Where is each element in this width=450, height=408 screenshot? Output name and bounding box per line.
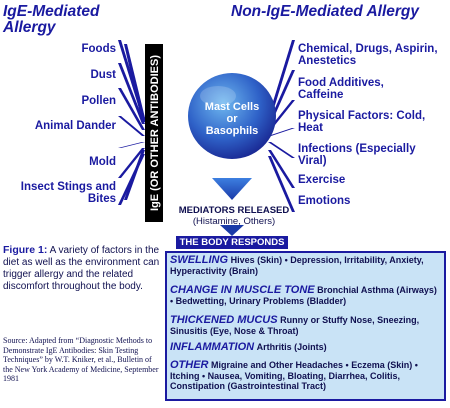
right-factor-chemicals: Chemical, Drugs, Aspirin, Anestetics (298, 43, 438, 67)
orb-line-2: or (226, 113, 238, 125)
left-funnel (118, 40, 145, 205)
funnel-bar (268, 128, 295, 136)
response-detail: Migraine and Other Headaches • Eczema (S… (170, 360, 418, 391)
response-detail: Bronchial Asthma (Airways) • Bedwetting,… (170, 285, 437, 306)
left-factor-foods: Foods (81, 43, 117, 55)
mediators-detail: (Histamine, Others) (192, 216, 276, 227)
funnel-bar (124, 150, 145, 200)
response-thickened-mucus: THICKENED MUCUS Runny or Stuffy Nose, Sn… (170, 315, 442, 336)
right-factor-food-additives: Food Additives, Caffeine (298, 77, 384, 101)
right-factor-exercise: Exercise (298, 174, 346, 186)
orb-label: Mast Cells or Basophils (193, 101, 271, 137)
left-heading: IgE-Mediated Allergy (3, 4, 121, 36)
funnel-bar (268, 150, 295, 188)
down-arrow-small (220, 225, 244, 236)
response-title: THICKENED MUCUS (170, 314, 278, 326)
response-title: OTHER (170, 359, 209, 371)
funnel-bar (118, 142, 145, 148)
left-factor-pollen: Pollen (81, 95, 116, 107)
responses-panel (165, 251, 446, 401)
right-factor-infections: Infections (Especially Viral) (298, 143, 416, 167)
source-citation: Source: Adapted from “Diagnostic Methods… (3, 336, 159, 383)
antibody-bar (145, 44, 163, 222)
response-other: OTHER Migraine and Other Headaches • Ecz… (170, 360, 442, 392)
body-responds-tab: THE BODY RESPONDS (176, 236, 288, 249)
response-detail: Hives (Skin) • Depression, Irritability,… (170, 255, 424, 276)
response-title: CHANGE IN MUSCLE TONE (170, 284, 315, 296)
left-factor-dust: Dust (90, 69, 116, 81)
right-heading-text: Non-IgE-Mediated Allergy (231, 3, 420, 20)
left-factor-animal-dander: Animal Dander (34, 120, 116, 132)
response-muscle-tone: CHANGE IN MUSCLE TONE Bronchial Asthma (… (170, 285, 442, 306)
right-heading: Non-IgE-Mediated Allergy (231, 4, 431, 20)
left-factor-mold: Mold (89, 156, 116, 168)
right-funnel (268, 40, 295, 212)
response-detail: Runny or Stuffy Nose, Sneezing, Sinusiti… (170, 315, 420, 336)
mast-cell-orb (188, 73, 276, 159)
funnel-bar (118, 116, 145, 136)
left-heading-text: IgE-Mediated Allergy (3, 3, 100, 36)
figure-label: Figure 1: (3, 244, 48, 256)
antibody-bar-label: IgE (OR OTHER ANTIBODIES) (149, 54, 161, 212)
figure-caption: Figure 1: A variety of factors in the di… (3, 244, 161, 293)
funnel-bar (268, 142, 295, 158)
orb-highlight (200, 86, 236, 106)
left-factor-insect-stings: Insect Stings and Bites (20, 181, 116, 205)
response-swelling: SWELLING Hives (Skin) • Depression, Irri… (170, 255, 442, 276)
response-title: SWELLING (170, 254, 229, 266)
mediators-label: MEDIATORS RELEASED (Histamine, Others) (168, 205, 300, 227)
funnel-bar (268, 40, 295, 118)
response-detail: Arthritis (Joints) (256, 342, 327, 352)
response-inflammation: INFLAMMATION Arthritis (Joints) (170, 342, 442, 353)
funnel-bar (118, 148, 145, 178)
funnel-bar (124, 44, 145, 122)
funnel-bar (118, 63, 145, 124)
right-factor-physical: Physical Factors: Cold, Heat (298, 110, 426, 134)
figure-text: A variety of factors in the diet as well… (3, 245, 160, 292)
down-arrow (212, 178, 252, 200)
funnel-bar (268, 156, 295, 212)
funnel-bar (118, 88, 145, 130)
mediators-title: MEDIATORS RELEASED (178, 205, 290, 216)
orb-line-3: Basophils (205, 125, 259, 137)
right-factor-emotions: Emotions (298, 195, 351, 207)
orb-line-1: Mast Cells (204, 101, 260, 113)
response-title: INFLAMMATION (170, 341, 255, 353)
